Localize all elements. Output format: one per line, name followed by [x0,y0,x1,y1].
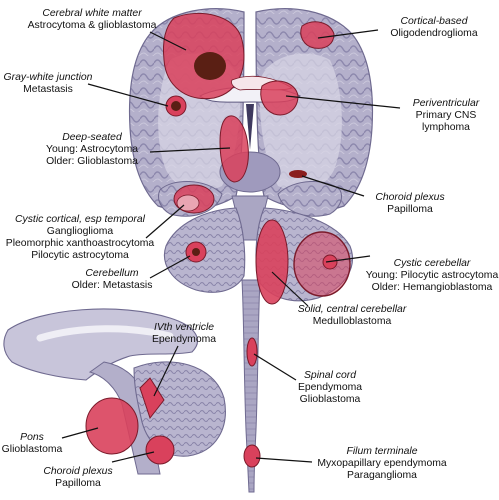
label-line: Astrocytoma & glioblastoma [27,20,157,31]
lesion-cerebellum-core [192,248,200,256]
label-line: Older: Hemangioblastoma [371,282,493,293]
label-heading: Cystic cerebellar [393,258,471,269]
label-heading: Periventricular [412,98,480,109]
lesion-filum [243,444,261,468]
label-heading: Choroid plexus [43,466,113,477]
label-line: Pilocytic astrocytoma [31,250,129,261]
label-heading: IVth ventricle [153,322,215,333]
label-solid-central: Solid, central cerebellar Medulloblastom… [298,304,407,328]
label-line: Oligodendroglioma [390,28,478,39]
cerebellum-sagittal [133,361,226,457]
lesions [85,12,351,468]
label-heading: Deep-seated [62,132,122,143]
label-line: Myxopapillary ependymoma [317,458,447,469]
leader-periventricular [285,95,401,109]
label-heading: Cerebral white matter [42,8,142,19]
label-line: Ependymoma [297,382,363,393]
label-line: Ependymoma [151,334,217,345]
label-line: Young: Astrocytoma [45,144,139,155]
label-heading: Spinal cord [304,370,356,381]
label-choroid-plexus-bottom: Choroid plexus Papilloma [43,466,112,490]
leader-lines [61,29,401,463]
lesion-solid-central [255,219,289,305]
leader-pons [61,427,99,439]
label-periventricular: Periventricular Primary CNS lymphoma [413,98,479,134]
label-heading: Cerebellum [85,268,139,279]
label-heading: Gray-white junction [3,72,93,83]
label-line: Ganglioglioma [46,226,114,237]
leader-cerebral-white [149,31,187,51]
label-cystic-cortical: Cystic cortical, esp temporal Gangliogli… [6,214,154,262]
label-heading: Filum terminale [346,446,418,457]
sagittal-brain [3,308,226,475]
label-heading: Cortical-based [400,16,468,27]
lesion-ivth-ventricle [139,377,165,420]
label-line: lymphoma [422,122,470,133]
label-line: Pleomorphic xanthoastrocytoma [5,238,155,249]
label-cortical-based: Cortical-based Oligodendroglioma [390,16,477,40]
leader-ivth [153,345,179,397]
label-line: Papilloma [387,204,433,215]
leader-choroid-bottom [111,451,155,463]
label-line: Metastasis [23,84,73,95]
label-line: Medulloblastoma [312,316,392,327]
lesion-cortical [300,21,335,49]
label-ivth-ventricle: IVth ventricle Ependymoma [152,322,216,346]
label-line: Young: Pilocytic astrocytoma [365,270,499,281]
label-heading: Pons [20,432,44,443]
leader-cystic-cortical [145,204,185,239]
label-choroid-plexus-top: Choroid plexus Papilloma [375,192,444,216]
lesion-necrosis [194,52,226,80]
label-line: Glioblastoma [299,394,361,405]
label-deep-seated: Deep-seated Young: Astrocytoma Older: Gl… [46,132,138,168]
label-gray-white: Gray-white junction Metastasis [4,72,93,96]
label-line: Primary CNS [415,110,477,121]
lesion-pons [85,397,139,455]
label-heading: Cystic cortical, esp temporal [15,214,145,225]
label-heading: Solid, central cerebellar [297,304,407,315]
leader-spinal [253,353,297,381]
lesion-cystic-cerebellar [293,231,351,297]
leader-gray-white [87,83,169,107]
leader-deep-seated [149,147,231,153]
label-line: Glioblastoma [1,444,63,455]
label-line: Paraganglioma [347,470,417,481]
leader-cerebellum [149,255,191,279]
label-cystic-cerebellar: Cystic cerebellar Young: Pilocytic astro… [366,258,498,294]
lesion-choroid-bottom [145,435,175,465]
label-spinal-cord: Spinal cord Ependymoma Glioblastoma [298,370,362,406]
label-cerebral-white: Cerebral white matter Astrocytoma & glio… [28,8,157,32]
leader-choroid-top [301,175,365,197]
label-line: Older: Glioblastoma [46,156,138,167]
cerebrum-sagittal [3,308,198,381]
leader-solid-central [271,271,309,307]
label-line: Older: Metastasis [71,280,153,291]
lesion-periventricular [260,80,299,116]
spinal-cord [241,279,261,493]
label-filum-terminale: Filum terminale Myxopapillary ependymoma… [317,446,446,482]
label-line: Papilloma [55,478,101,489]
leader-cortical [317,29,379,39]
lesion-deep-seated [219,115,249,183]
label-pons: Pons Glioblastoma [2,432,63,456]
leader-cystic-cerebellar [325,255,371,263]
lesion-spinal-cord [246,337,258,367]
label-cerebellum: Cerebellum Older: Metastasis [72,268,153,292]
label-heading: Choroid plexus [375,192,445,203]
lesion-gray-white-core [171,101,181,111]
leader-filum [255,457,313,463]
